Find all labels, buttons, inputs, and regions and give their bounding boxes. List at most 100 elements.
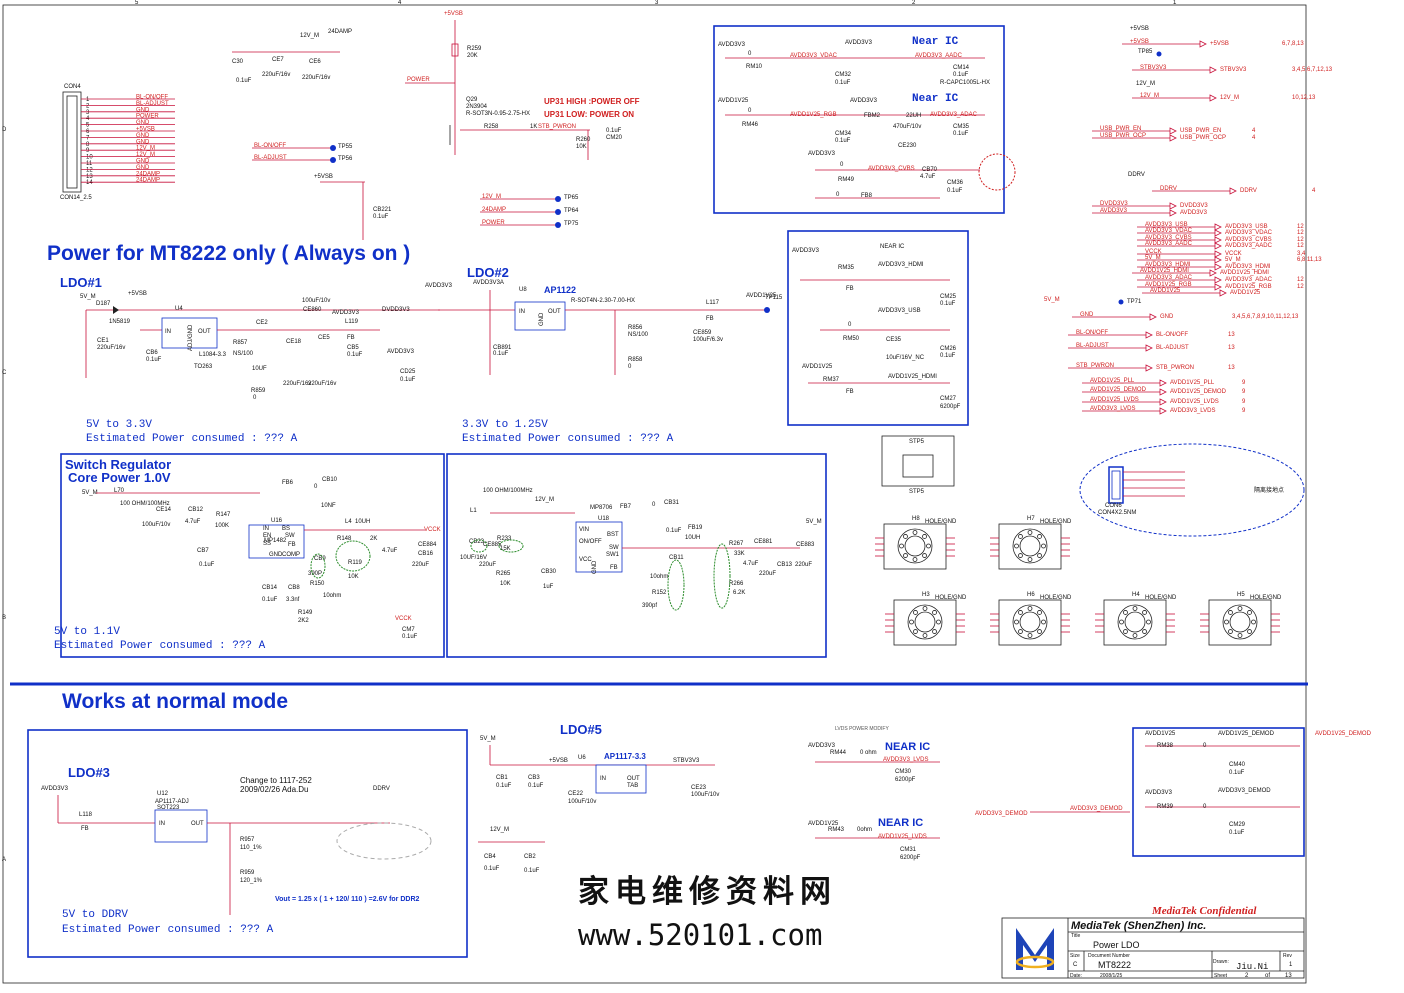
svg-text:Drawn:: Drawn:: [1213, 959, 1229, 965]
svg-text:2008/1/25: 2008/1/25: [1100, 973, 1122, 979]
con4-pin-number: 3: [86, 110, 90, 116]
switch-regulator-box: Switch Regulator Core Power 1.0V 5V_M L7…: [54, 453, 445, 658]
svg-text:AVDD3V3_VDAC: AVDD3V3_VDAC: [790, 53, 838, 59]
svg-text:of: of: [1265, 973, 1270, 979]
drawn-by: Jiu.Ni: [1236, 962, 1268, 972]
col-mark-2: 2: [912, 0, 916, 6]
hole-label: HOLE/GND: [1250, 595, 1282, 601]
near-ic-box-hdmi: NEAR IC AVDD3V3 AVDD3V3_HDMI RM35 FB CM2…: [787, 230, 969, 426]
svg-text:10ohm: 10ohm: [323, 593, 341, 599]
ldo2-range-note: 3.3V to 1.25V: [462, 419, 548, 431]
svg-text:Change to 1117-252: Change to 1117-252: [240, 776, 312, 785]
svg-text:5V_M: 5V_M: [806, 519, 822, 525]
svg-text:0.1uF: 0.1uF: [1229, 770, 1245, 776]
con4-pin-net: POWER: [136, 114, 159, 120]
svg-text:FB7: FB7: [620, 504, 632, 510]
svg-text:CM25: CM25: [940, 294, 957, 300]
svg-text:2K2: 2K2: [298, 618, 309, 624]
offpage-net: VCCK: [1145, 249, 1162, 255]
u18-pin-label: FB: [610, 565, 618, 571]
svg-text:AVDD1V25: AVDD1V25: [808, 821, 839, 827]
offpage-net-ref: AVDD3V3_USB: [1225, 224, 1268, 230]
offpage-pages: 12: [1297, 237, 1304, 243]
svg-text:2N3904: 2N3904: [466, 104, 488, 110]
offpage-pages: 9: [1242, 389, 1246, 395]
svg-text:1uF: 1uF: [543, 584, 554, 590]
sheet-border: [2, 4, 1307, 984]
svg-text:Q29: Q29: [466, 97, 478, 103]
lvds-power-block: LVDS POWER MODIFY NEAR IC AVDD3V3 RM44 0…: [808, 726, 1130, 861]
watermark-url: www.520101.com: [578, 918, 822, 952]
svg-text:12V_M: 12V_M: [535, 497, 554, 503]
svg-text:R150: R150: [310, 581, 325, 587]
svg-text:CM7: CM7: [402, 627, 415, 633]
svg-text:1: 1: [1289, 962, 1293, 968]
svg-text:CM34: CM34: [835, 131, 852, 137]
svg-text:6200pF: 6200pF: [940, 404, 961, 410]
offpage-pages: 9: [1242, 399, 1246, 405]
svg-text:220uF/16v: 220uF/16v: [97, 345, 125, 351]
con4-pin-net: BL-ON/OFF: [136, 95, 168, 101]
svg-text:CM29: CM29: [1229, 822, 1246, 828]
svg-text:TP56: TP56: [338, 156, 353, 162]
svg-text:0.1uF: 0.1uF: [953, 131, 969, 137]
con4-pin-number: 10: [86, 155, 93, 161]
con4-ref: CON4: [64, 84, 81, 90]
svg-text:CB3: CB3: [528, 775, 540, 781]
svg-text:390P: 390P: [308, 571, 322, 577]
svg-text:CM32: CM32: [835, 72, 852, 78]
svg-text:AVDD3V3_DEMOD: AVDD3V3_DEMOD: [1070, 806, 1123, 812]
svg-text:CE884: CE884: [418, 542, 437, 548]
svg-text:220uF/16v: 220uF/16v: [283, 381, 311, 387]
ldo3-title: LDO#3: [68, 765, 110, 780]
svg-text:R859: R859: [251, 388, 266, 394]
svg-text:OUT: OUT: [198, 329, 211, 335]
con4-pin-net: 12V_M: [136, 152, 155, 158]
svg-text:AVDD3V3: AVDD3V3: [718, 42, 746, 48]
svg-text:R119: R119: [348, 560, 363, 566]
svg-text:U16: U16: [271, 518, 283, 524]
offpage-net: AVDD3V3_LVDS: [1090, 406, 1135, 412]
svg-text:FB6: FB6: [282, 480, 294, 486]
svg-text:CM30: CM30: [895, 769, 912, 775]
offpage-net: DDRV: [1160, 186, 1177, 192]
svg-text:Sheet: Sheet: [1214, 973, 1228, 979]
hole-label: HOLE/GND: [1040, 595, 1072, 601]
svg-text:CB4: CB4: [484, 854, 496, 860]
svg-text:OUT: OUT: [191, 821, 204, 827]
row-mark-b: B: [2, 615, 6, 621]
svg-text:C: C: [1073, 962, 1078, 968]
ldo5-title: LDO#5: [560, 722, 602, 737]
con4-pin-net: GND: [136, 133, 150, 139]
svg-text:100uF/10v: 100uF/10v: [691, 792, 719, 798]
svg-text:0.1uF: 0.1uF: [947, 188, 963, 194]
svg-text:R266: R266: [729, 581, 744, 587]
svg-text:1N5819: 1N5819: [109, 319, 131, 325]
svg-text:CB221: CB221: [373, 207, 392, 213]
offpage-net-ref: GND: [1160, 314, 1174, 320]
svg-text:12V_M: 12V_M: [482, 194, 501, 200]
svg-text:IN: IN: [519, 309, 525, 315]
row-mark-d: D: [2, 127, 7, 133]
col-mark-3: 3: [655, 0, 659, 6]
svg-text:CM31: CM31: [900, 847, 917, 853]
svg-text:POWER: POWER: [482, 220, 505, 226]
svg-text:AVDD3V3: AVDD3V3: [850, 98, 878, 104]
svg-text:AVDD3V3: AVDD3V3: [332, 310, 360, 316]
svg-text:AVDD3V3_HDMI: AVDD3V3_HDMI: [878, 262, 924, 268]
svg-text:15K: 15K: [500, 546, 511, 552]
svg-text:AVDD3V3: AVDD3V3: [425, 283, 453, 289]
svg-text:VCCK: VCCK: [395, 616, 412, 622]
tp71-label: TP71: [1127, 299, 1142, 305]
svg-text:R233: R233: [497, 536, 512, 542]
svg-text:Document Number: Document Number: [1088, 953, 1130, 959]
svg-text:+5VSB: +5VSB: [128, 291, 147, 297]
offpage-net: AVDD1V25_HDMI: [1140, 268, 1189, 274]
svg-text:NEAR IC: NEAR IC: [885, 741, 930, 753]
doc-number: MT8222: [1098, 960, 1131, 970]
offpage-net-ref: 5V_M: [1225, 257, 1241, 263]
svg-text:L1084-3.3: L1084-3.3: [199, 352, 227, 358]
svg-text:FB: FB: [846, 286, 854, 292]
svg-text:CB891: CB891: [493, 345, 512, 351]
svg-text:RM49: RM49: [838, 177, 855, 183]
